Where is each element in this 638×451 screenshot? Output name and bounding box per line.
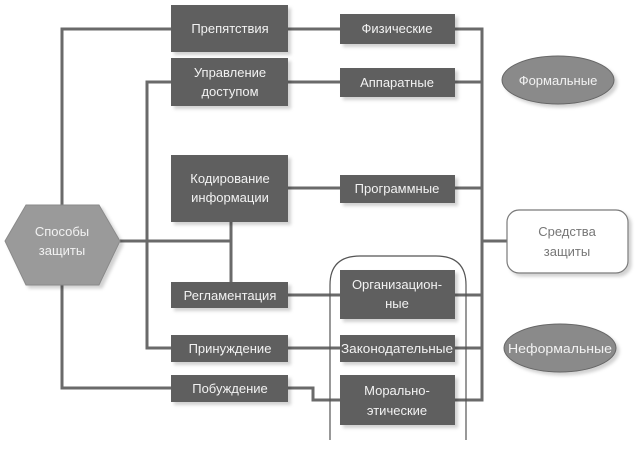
method-label-line-1: Кодирование	[190, 171, 270, 186]
root-label-line-1: Способы	[35, 224, 89, 239]
category-neformalnye[interactable]: Неформальные	[503, 323, 617, 373]
connector-pobuzhdenie-moralno	[288, 386, 340, 402]
means-label-line-1: Организацион-	[352, 277, 442, 292]
method-label: Препятствия	[191, 21, 268, 36]
means-label: Аппаратные	[360, 75, 434, 90]
means-label: Законодательные	[341, 341, 453, 356]
method-label: Регламентация	[184, 288, 277, 303]
connector-fizicheskie-trunk	[455, 27, 484, 402]
root-label-line-2: защиты	[39, 243, 85, 258]
connector-upravlenie	[145, 80, 171, 350]
means-node-zakonodatelnye[interactable]: Законодательные	[340, 335, 455, 362]
method-node-pobuzhdenie[interactable]: Побуждение	[171, 375, 288, 402]
means-node-organizacionnye[interactable]: Организацион- ные	[340, 270, 455, 319]
method-node-upravlenie-dostupom[interactable]: Управление доступом	[171, 58, 288, 106]
method-label-line-1: Управление	[194, 65, 266, 80]
means-label: Программные	[355, 181, 440, 196]
means-label: Физические	[361, 21, 432, 36]
category-formalnye[interactable]: Формальные	[501, 55, 615, 105]
means-node-fizicheskie[interactable]: Физические	[340, 14, 455, 44]
connector-root-prepyatstviya	[60, 27, 171, 205]
means-node-programmnye[interactable]: Программные	[340, 175, 455, 203]
means-label-line-2: этические	[367, 403, 427, 418]
method-node-reglamentaciya[interactable]: Регламентация	[171, 282, 288, 308]
target-label-line-2: защиты	[544, 244, 590, 259]
means-label-line-2: ные	[385, 296, 409, 311]
connector-root-pobuzhdenie	[60, 285, 171, 390]
method-node-prepyatstviya[interactable]: Препятствия	[171, 5, 288, 52]
method-node-prinuzhdenie[interactable]: Принуждение	[171, 335, 288, 362]
means-node-moralno-eticheskie[interactable]: Морально- этические	[340, 375, 455, 425]
category-label: Формальные	[519, 73, 598, 88]
method-label-line-2: доступом	[201, 84, 258, 99]
root-node-sposoby-zashchity[interactable]: Способы защиты	[4, 204, 121, 286]
method-label: Принуждение	[189, 341, 272, 356]
category-label: Неформальные	[508, 341, 612, 356]
means-label-line-1: Морально-	[364, 383, 430, 398]
informal-means-group-outline	[329, 255, 467, 440]
method-label-line-2: информации	[191, 190, 269, 205]
target-label-line-1: Средства	[538, 224, 596, 239]
target-node-sredstva-zashchity[interactable]: Средства защиты	[506, 209, 629, 274]
means-node-apparatnye[interactable]: Аппаратные	[340, 68, 455, 97]
method-node-kodirovanie-informacii[interactable]: Кодирование информации	[171, 155, 288, 222]
connectors	[60, 27, 507, 402]
method-label: Побуждение	[192, 381, 268, 396]
